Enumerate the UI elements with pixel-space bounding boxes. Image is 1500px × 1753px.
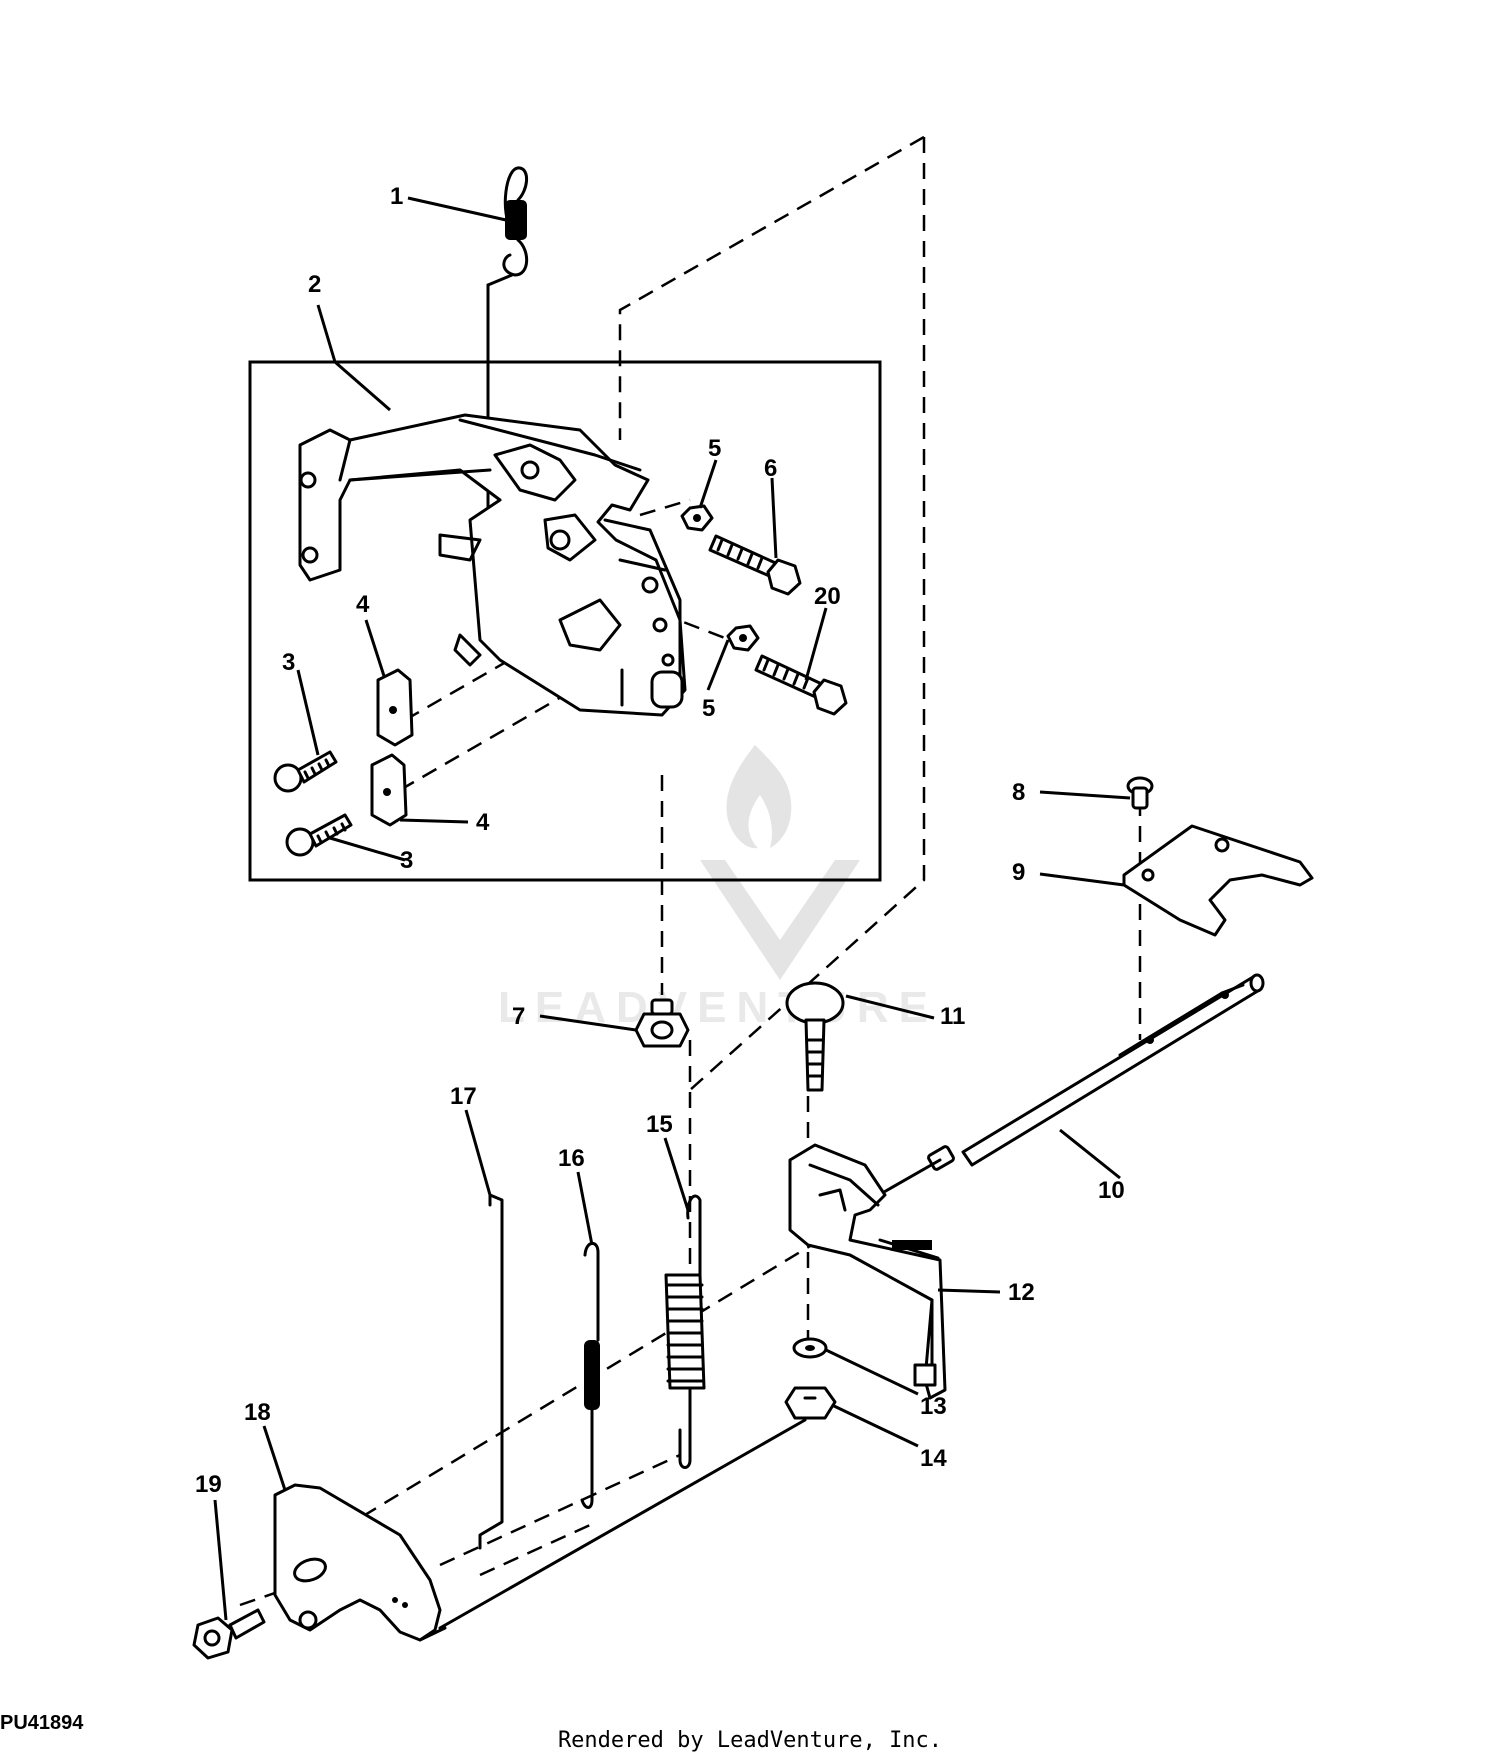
part-20-bolt [754, 654, 848, 716]
part-19-bolt [192, 1608, 266, 1660]
figure-code: PU41894 [0, 1712, 84, 1734]
callout-11: 11 [940, 1003, 965, 1030]
callout-14: 14 [920, 1445, 947, 1472]
watermark: LEADVENTURE [498, 745, 938, 1032]
callout-3-upper: 3 [282, 649, 295, 676]
callout-5-upper: 5 [708, 435, 721, 462]
callout-13: 13 [920, 1393, 947, 1420]
callout-16: 16 [558, 1145, 585, 1172]
callout-2: 2 [308, 271, 321, 298]
part-9-plate [1122, 824, 1314, 937]
callout-18: 18 [244, 1399, 271, 1426]
callout-20: 20 [814, 583, 841, 610]
callout-4-lower: 4 [476, 809, 490, 836]
part-4-clip-upper [376, 668, 414, 747]
callout-10: 10 [1098, 1177, 1125, 1204]
part-5-nut-lower [726, 624, 760, 652]
callout-4-upper: 4 [356, 591, 370, 618]
part-3-screw-upper [273, 750, 338, 793]
part-18-lever-plate [273, 1418, 807, 1642]
part-11-carriage-bolt [785, 981, 845, 1092]
part-3-screw-lower [285, 813, 353, 857]
callout-1: 1 [390, 183, 403, 210]
leader-lines [213, 196, 1131, 1621]
callouts: 1 2 3 3 4 4 5 5 6 7 8 9 10 11 12 13 14 1… [195, 183, 1125, 1498]
part-7-bushing [634, 998, 690, 1048]
part-6-bolt [708, 534, 802, 596]
part-12-bracket [788, 1143, 947, 1400]
watermark-text: LEADVENTURE [498, 983, 938, 1032]
callout-19: 19 [195, 1471, 222, 1498]
part-4-clip-lower [370, 753, 408, 827]
part-14-nut [784, 1386, 837, 1420]
part-16-spring [580, 1241, 600, 1509]
part-17-rod [478, 1193, 504, 1550]
part-13-washer [792, 1337, 828, 1359]
rendered-by-footer: Rendered by LeadVenture, Inc. [557, 1728, 943, 1753]
callout-7: 7 [512, 1003, 525, 1030]
callout-3-lower: 3 [400, 847, 413, 874]
callout-5-lower: 5 [702, 695, 715, 722]
part-5-nut-upper [680, 504, 714, 532]
callout-8: 8 [1012, 779, 1025, 806]
part-8-screw [1126, 776, 1154, 810]
callout-12: 12 [1008, 1279, 1035, 1306]
assembly-box [248, 360, 882, 882]
part-10-shaft [868, 973, 1265, 1202]
callout-17: 17 [450, 1083, 477, 1110]
callout-9: 9 [1012, 859, 1025, 886]
part-15-spring [664, 1194, 706, 1469]
callout-6: 6 [764, 455, 777, 482]
part-2-bracket-assembly [298, 413, 687, 717]
callout-15: 15 [646, 1111, 673, 1138]
